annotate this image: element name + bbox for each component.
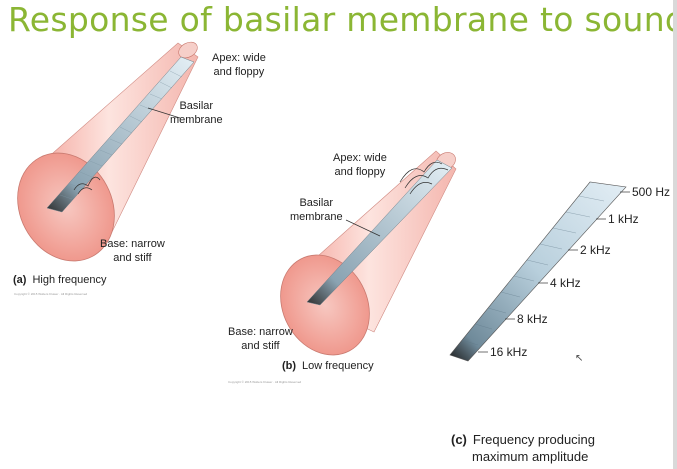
- freq-label-2khz: 2 kHz: [580, 243, 611, 257]
- slide-title: Response of basilar membrane to sound: [8, 0, 677, 39]
- freq-label-500hz: 500 Hz: [632, 185, 671, 199]
- mouse-pointer-icon: ↖: [575, 353, 584, 364]
- caption-a: (a)High frequency: [13, 274, 107, 286]
- freq-label-1khz: 1 kHz: [608, 212, 639, 226]
- freq-label-4khz: 4 kHz: [550, 276, 581, 290]
- cochlea-a: [17, 41, 199, 262]
- membrane-frequency-map: [449, 181, 630, 362]
- freq-label-8khz: 8 kHz: [517, 312, 548, 326]
- copyright-b: Copyright © 2015 Wolters Kluwer · All Ri…: [228, 380, 302, 384]
- copyright-a: Copyright © 2015 Wolters Kluwer · All Ri…: [14, 292, 88, 296]
- window-edge: [673, 0, 677, 469]
- cochlea-b: [280, 150, 457, 356]
- caption-c: (c)Frequency producing maximum amplitude: [451, 432, 596, 464]
- freq-label-16khz: 16 kHz: [490, 345, 528, 359]
- caption-b: (b)Low frequency: [282, 360, 374, 372]
